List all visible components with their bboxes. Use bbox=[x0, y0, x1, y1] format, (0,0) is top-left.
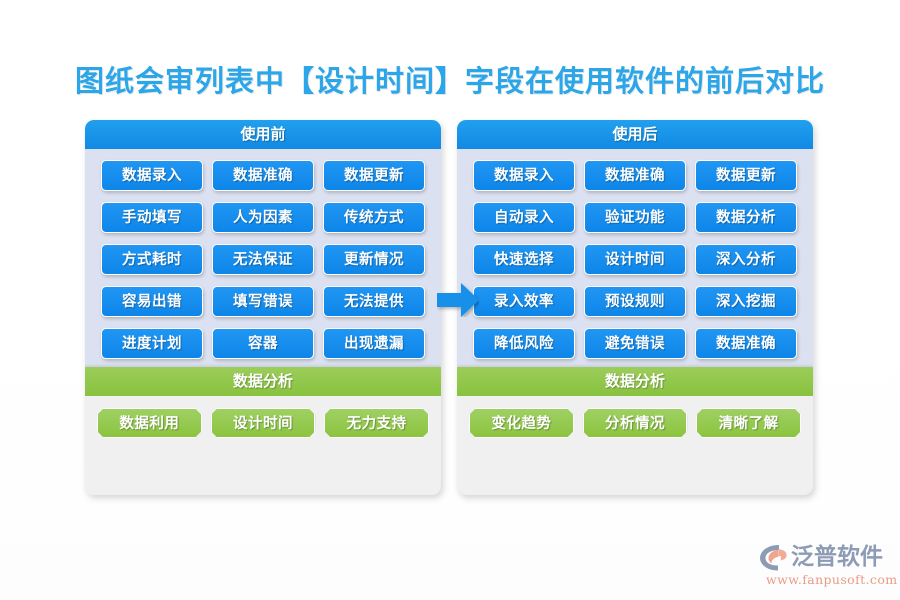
panel-after-header: 使用后 bbox=[457, 120, 813, 149]
chip-after-1[interactable]: 数据录入 bbox=[473, 160, 575, 191]
chip-after-7[interactable]: 快速选择 bbox=[473, 244, 575, 275]
chip-before-footer-1[interactable]: 数据利用 bbox=[97, 408, 202, 438]
arrow-right-icon bbox=[437, 283, 479, 317]
brand-name: 泛普软件 bbox=[791, 543, 883, 570]
chip-before-6[interactable]: 传统方式 bbox=[323, 202, 425, 233]
panel-after-footer-header: 数据分析 bbox=[457, 367, 813, 396]
chip-after-9[interactable]: 深入分析 bbox=[695, 244, 797, 275]
chip-before-4[interactable]: 手动填写 bbox=[101, 202, 203, 233]
brand-url: www.fanpusoft.com bbox=[766, 572, 898, 587]
panel-before-header: 使用前 bbox=[85, 120, 441, 149]
chip-after-footer-3[interactable]: 清晰了解 bbox=[696, 408, 801, 438]
panel-before-grid: 数据录入 数据准确 数据更新 手动填写 人为因素 传统方式 方式耗时 无法保证 … bbox=[85, 160, 441, 359]
chip-before-13[interactable]: 进度计划 bbox=[101, 328, 203, 359]
brand-logo-row: 泛普软件 bbox=[758, 541, 898, 573]
chip-after-footer-2[interactable]: 分析情况 bbox=[583, 408, 688, 438]
chip-after-8[interactable]: 设计时间 bbox=[584, 244, 686, 275]
chip-after-6[interactable]: 数据分析 bbox=[695, 202, 797, 233]
panel-before-footer-header: 数据分析 bbox=[85, 367, 441, 396]
chip-before-footer-3[interactable]: 无力支持 bbox=[324, 408, 429, 438]
chip-before-5[interactable]: 人为因素 bbox=[212, 202, 314, 233]
chip-before-2[interactable]: 数据准确 bbox=[212, 160, 314, 191]
chip-before-12[interactable]: 无法提供 bbox=[323, 286, 425, 317]
chip-after-14[interactable]: 避免错误 bbox=[584, 328, 686, 359]
chip-before-8[interactable]: 无法保证 bbox=[212, 244, 314, 275]
brand-logo: 泛普软件 www.fanpusoft.com bbox=[758, 541, 898, 593]
panel-before: 使用前 数据录入 数据准确 数据更新 手动填写 人为因素 传统方式 方式耗时 无… bbox=[85, 120, 441, 495]
chip-after-2[interactable]: 数据准确 bbox=[584, 160, 686, 191]
fanpu-logo-icon bbox=[758, 543, 789, 572]
chip-after-footer-1[interactable]: 变化趋势 bbox=[469, 408, 574, 438]
chip-before-14[interactable]: 容器 bbox=[212, 328, 314, 359]
chip-before-11[interactable]: 填写错误 bbox=[212, 286, 314, 317]
panel-before-grid-zone: 数据录入 数据准确 数据更新 手动填写 人为因素 传统方式 方式耗时 无法保证 … bbox=[85, 149, 441, 367]
chip-before-footer-2[interactable]: 设计时间 bbox=[211, 408, 316, 438]
chip-after-3[interactable]: 数据更新 bbox=[695, 160, 797, 191]
chip-before-10[interactable]: 容易出错 bbox=[101, 286, 203, 317]
chip-before-15[interactable]: 出现遗漏 bbox=[323, 328, 425, 359]
chip-after-11[interactable]: 预设规则 bbox=[584, 286, 686, 317]
chip-before-3[interactable]: 数据更新 bbox=[323, 160, 425, 191]
chip-after-4[interactable]: 自动录入 bbox=[473, 202, 575, 233]
chip-after-13[interactable]: 降低风险 bbox=[473, 328, 575, 359]
chip-after-15[interactable]: 数据准确 bbox=[695, 328, 797, 359]
panel-before-footer-grid: 数据利用 设计时间 无力支持 bbox=[85, 408, 441, 438]
panel-after: 使用后 数据录入 数据准确 数据更新 自动录入 验证功能 数据分析 快速选择 设… bbox=[457, 120, 813, 495]
chip-before-9[interactable]: 更新情况 bbox=[323, 244, 425, 275]
chip-after-5[interactable]: 验证功能 bbox=[584, 202, 686, 233]
chip-after-10[interactable]: 录入效率 bbox=[473, 286, 575, 317]
chip-before-7[interactable]: 方式耗时 bbox=[101, 244, 203, 275]
panel-before-footer-zone: 数据利用 设计时间 无力支持 bbox=[85, 396, 441, 438]
panel-after-footer-grid: 变化趋势 分析情况 清晰了解 bbox=[457, 408, 813, 438]
panel-after-footer-zone: 变化趋势 分析情况 清晰了解 bbox=[457, 396, 813, 438]
panel-after-grid: 数据录入 数据准确 数据更新 自动录入 验证功能 数据分析 快速选择 设计时间 … bbox=[457, 160, 813, 359]
chip-before-1[interactable]: 数据录入 bbox=[101, 160, 203, 191]
chip-after-12[interactable]: 深入挖掘 bbox=[695, 286, 797, 317]
panel-after-grid-zone: 数据录入 数据准确 数据更新 自动录入 验证功能 数据分析 快速选择 设计时间 … bbox=[457, 149, 813, 367]
page-title: 图纸会审列表中【设计时间】字段在使用软件的前后对比 bbox=[74, 64, 825, 98]
